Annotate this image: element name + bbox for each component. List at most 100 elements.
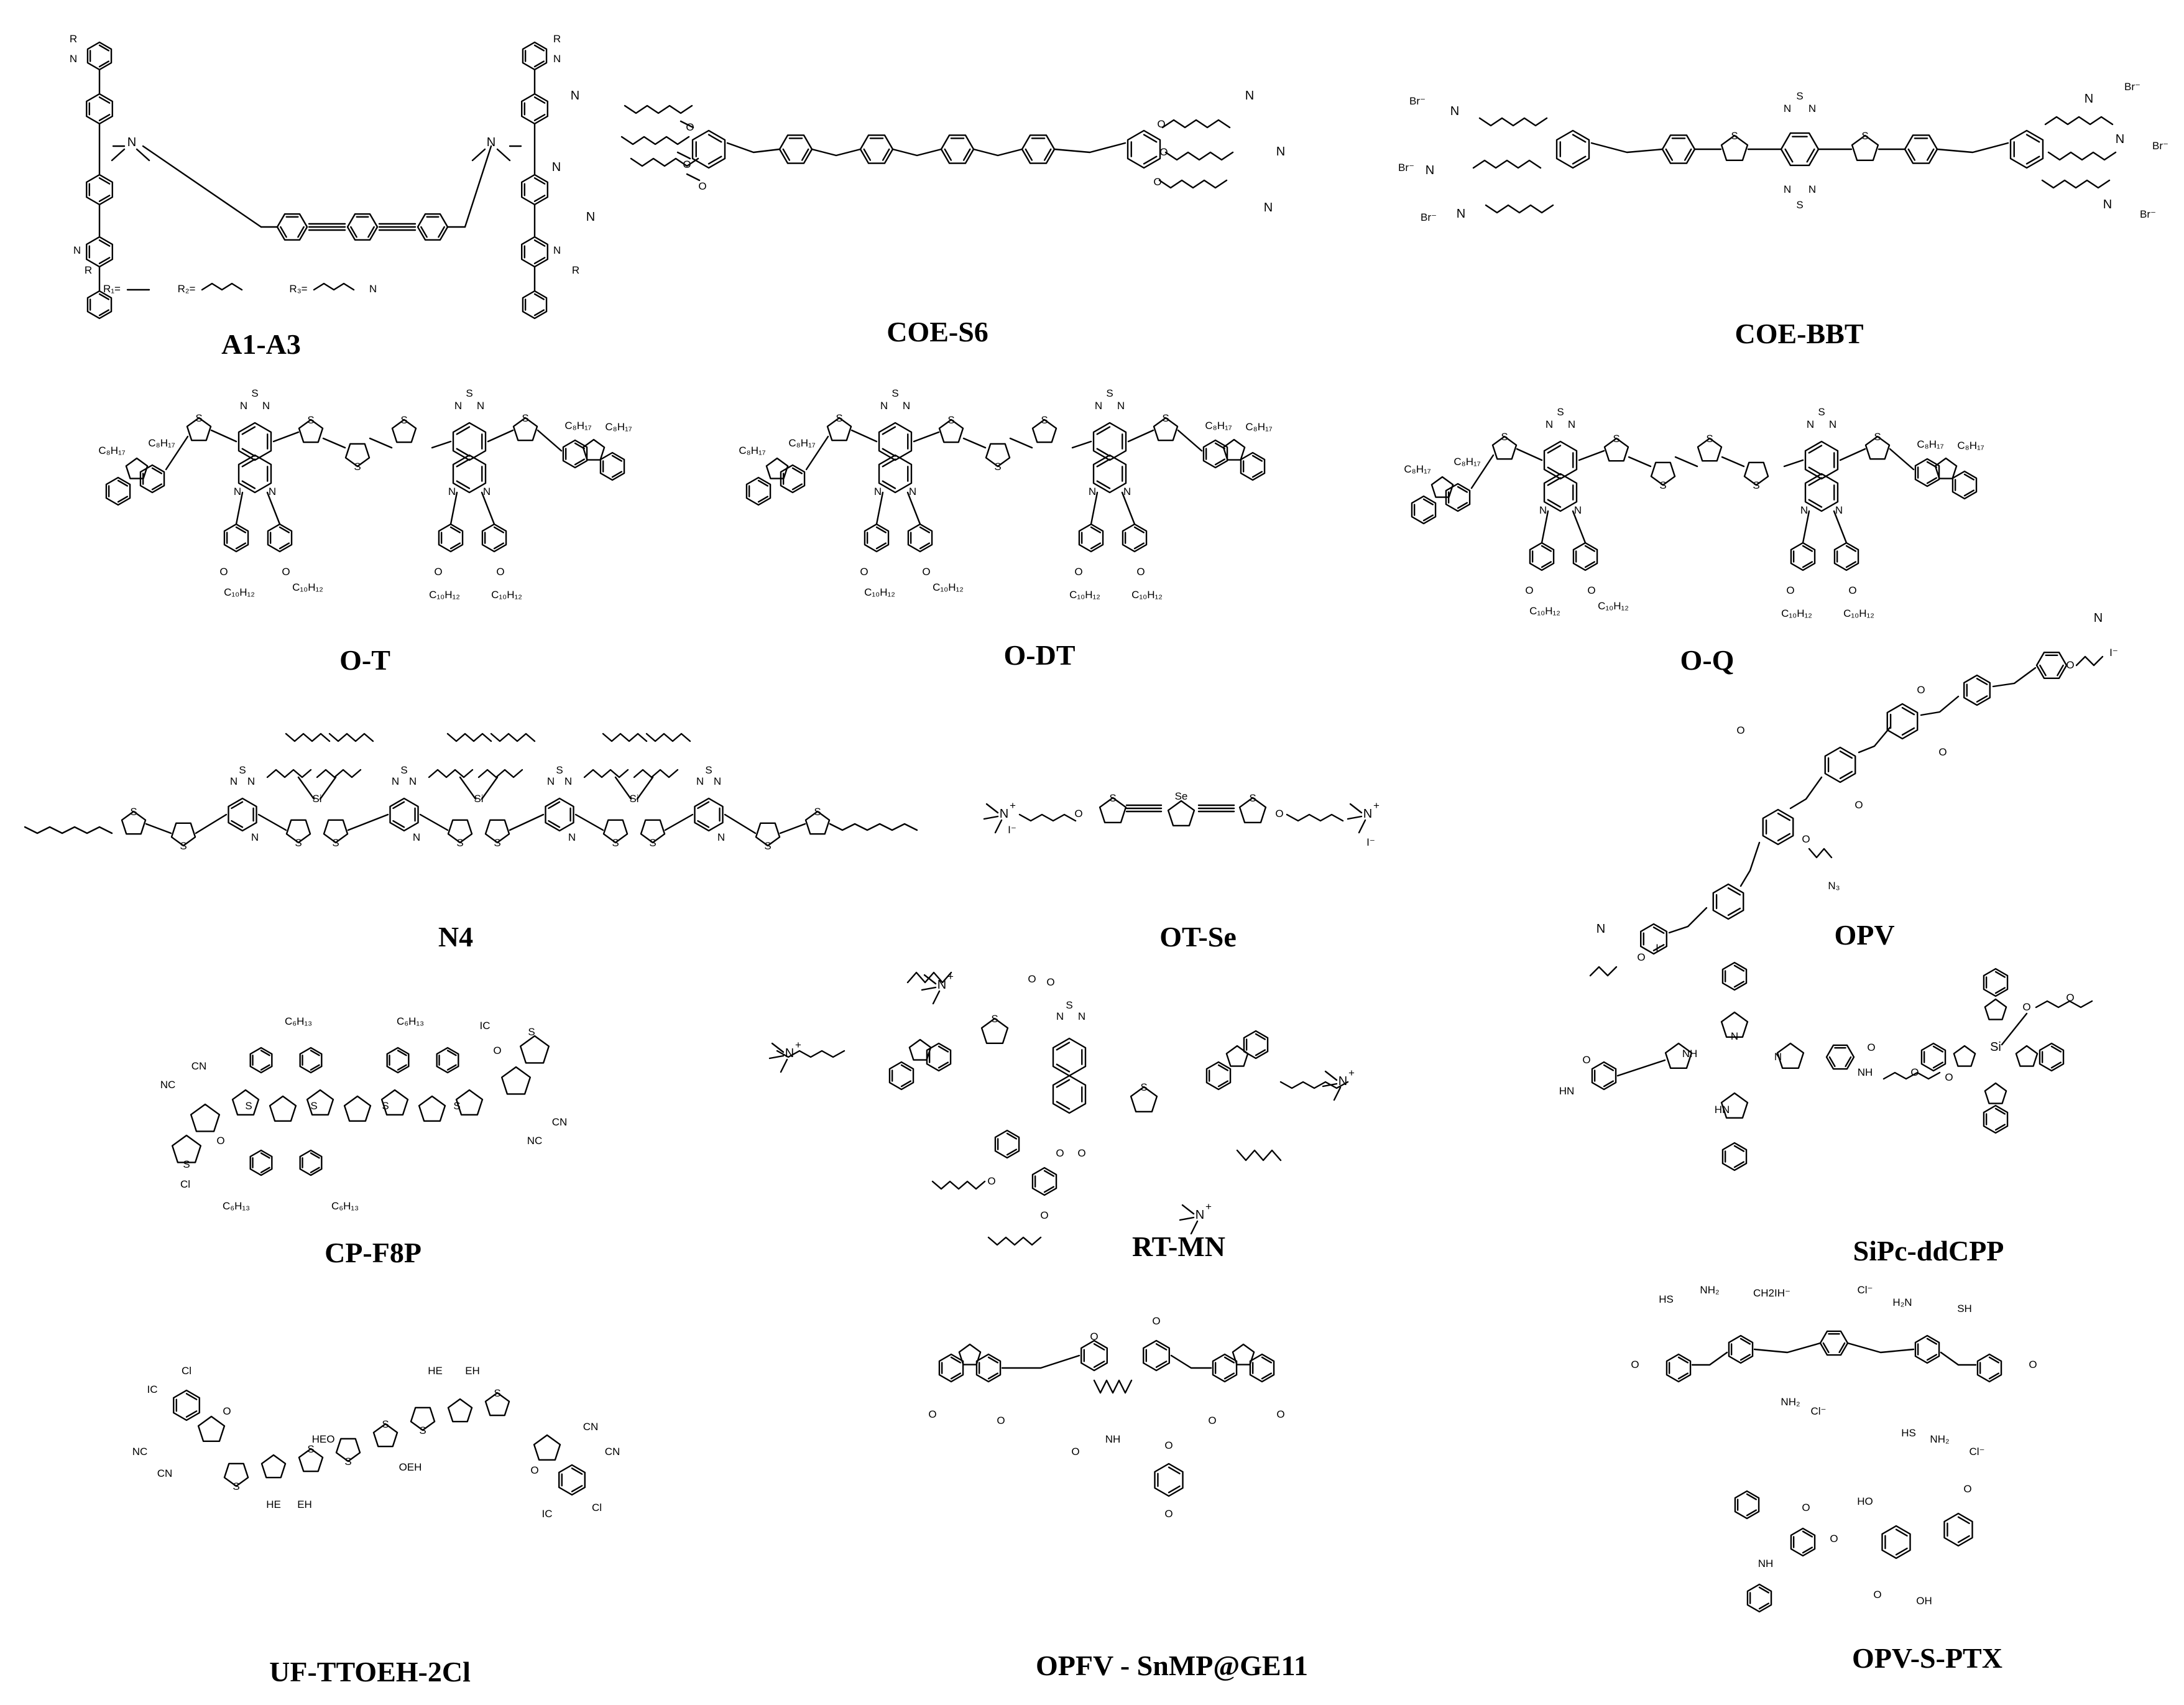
- aromatic-double-bond: [611, 455, 623, 462]
- aromatic-double-bond: [1988, 1356, 2000, 1364]
- ammonium-nitrogen: N: [785, 1047, 794, 1060]
- bond: [664, 813, 694, 831]
- aromatic-double-bond: [571, 1467, 583, 1475]
- bond: [322, 437, 346, 449]
- sulfur-atom: S: [195, 412, 202, 424]
- quinoxaline-ring: [1804, 473, 1839, 512]
- aromatic-double-bond: [98, 257, 111, 264]
- ammonium-nitrogen: N: [1450, 104, 1459, 118]
- decyl-chain: C₁₀H₁₂: [491, 589, 522, 601]
- oxygen-atom: O: [1028, 973, 1036, 985]
- thiophene-ring: [170, 822, 196, 847]
- aromatic-double-bond: [397, 1064, 407, 1071]
- decyl-chain: C₁₀H₁₂: [1529, 605, 1560, 617]
- aromatic-double-bond: [260, 1064, 270, 1071]
- benzene-ring: [1914, 458, 1940, 487]
- aromatic-double-bond: [1777, 833, 1791, 842]
- aromatic-double-bond: [1808, 477, 1823, 486]
- aromatic-double-bond: [863, 148, 872, 161]
- alkyl-chain: [328, 732, 374, 742]
- quinoxaline-ring: [237, 454, 272, 494]
- benzene-ring: [1666, 1353, 1692, 1383]
- aromatic-double-bond: [98, 293, 110, 300]
- nitrogen-atom: N: [1829, 418, 1836, 430]
- sulfur-atom: S: [183, 1158, 190, 1170]
- bromide-ion: Br⁻: [2140, 208, 2156, 220]
- aromatic-double-bond: [1845, 561, 1857, 568]
- pyridinium-nitrogen: N: [73, 244, 81, 256]
- benzene-ring: [521, 236, 548, 268]
- thiophene-ring: [343, 1095, 372, 1122]
- vinylene-bond: [1920, 695, 1960, 716]
- aromatic-double-bond: [98, 177, 111, 185]
- sulfur-atom: S: [130, 806, 137, 818]
- aromatic-double-bond: [1901, 706, 1915, 716]
- alkyl-chain: [1485, 204, 1554, 214]
- amine-group: HN: [1715, 1104, 1730, 1116]
- nitrile-group: CN: [583, 1421, 599, 1433]
- alkyl-chain: [1286, 813, 1344, 822]
- aromatic-double-bond: [1806, 148, 1815, 163]
- benzene-ring: [1943, 1512, 1973, 1547]
- oxygen-atom: O: [698, 180, 706, 192]
- aromatic-double-bond: [1217, 1064, 1229, 1071]
- thiophene-ring: [1650, 461, 1676, 486]
- benzene-ring: [1721, 1142, 1748, 1171]
- oxygen-atom: O: [1736, 724, 1744, 736]
- octyl-chain: C₈H₁₇: [1957, 440, 1984, 451]
- methyl: [1358, 819, 1366, 834]
- aromatic-double-bond: [1457, 502, 1468, 509]
- aromatic-double-bond: [1926, 477, 1938, 484]
- aromatic-double-bond: [1994, 971, 2006, 978]
- aromatic-double-bond: [882, 458, 896, 468]
- thiophene-ring: [372, 1423, 399, 1448]
- decyl-chain: C₁₀H₁₂: [429, 589, 460, 601]
- aromatic-double-bond: [2039, 664, 2047, 677]
- ethylhexyloxy-group: OEH: [399, 1461, 422, 1473]
- benzene-ring: [1661, 134, 1696, 164]
- ammonium-nitrogen: N: [369, 283, 377, 295]
- thiophene-ring: [1720, 134, 1749, 161]
- oxygen-atom: O: [1637, 951, 1645, 963]
- nitrogen-atom: N: [1574, 504, 1582, 516]
- hexyl-chain: C₆H₁₃: [285, 1015, 312, 1027]
- nitrogen-atom: N: [1808, 183, 1816, 195]
- bond: [906, 491, 921, 525]
- aromatic-double-bond: [882, 448, 896, 457]
- aromatic-double-bond: [1217, 1080, 1229, 1088]
- oxygen-atom: O: [922, 566, 930, 578]
- sulfur-atom: S: [233, 1481, 239, 1492]
- aromatic-double-bond: [235, 526, 247, 534]
- aromatic-double-bond: [1541, 561, 1552, 568]
- benzene-ring: [1920, 1042, 1947, 1072]
- thiophene-ring: [755, 822, 781, 847]
- thiadiazolopyridine-ring: [545, 797, 574, 832]
- vinylene-bond: [1053, 142, 1127, 154]
- oxygen-atom: O: [223, 1405, 231, 1417]
- thiophene-ring: [1720, 1092, 1749, 1119]
- bond: [1802, 510, 1810, 544]
- aromatic-double-bond: [185, 1410, 198, 1418]
- sulfur-atom: S: [1796, 199, 1803, 211]
- benzene-ring: [521, 93, 548, 125]
- thiol-group: SH: [1957, 1303, 1972, 1315]
- aromatic-double-bond: [1684, 148, 1692, 161]
- oxygen-atom: O: [1855, 799, 1863, 811]
- positive-charge: +: [1373, 800, 1380, 811]
- ammonium-nitrogen: N: [1457, 207, 1465, 221]
- alkyl-chain: [24, 826, 113, 834]
- aromatic-double-bond: [241, 458, 256, 468]
- aromatic-double-bond: [1907, 148, 1916, 161]
- thiophene-ring: [1431, 476, 1454, 498]
- oxygen-atom: O: [928, 1408, 936, 1420]
- sulfur-atom: S: [251, 387, 258, 399]
- methyl: [994, 819, 1003, 834]
- nitrogen-atom: N: [1784, 103, 1791, 114]
- benzene-ring: [1790, 542, 1816, 571]
- alkyl-chain: [2035, 1000, 2093, 1009]
- ammonium-nitrogen: N: [1276, 145, 1285, 159]
- nitrogen-atom: N: [1546, 418, 1553, 430]
- aromatic-double-bond: [1802, 561, 1813, 568]
- aromatic-double-bond: [1677, 1356, 1689, 1364]
